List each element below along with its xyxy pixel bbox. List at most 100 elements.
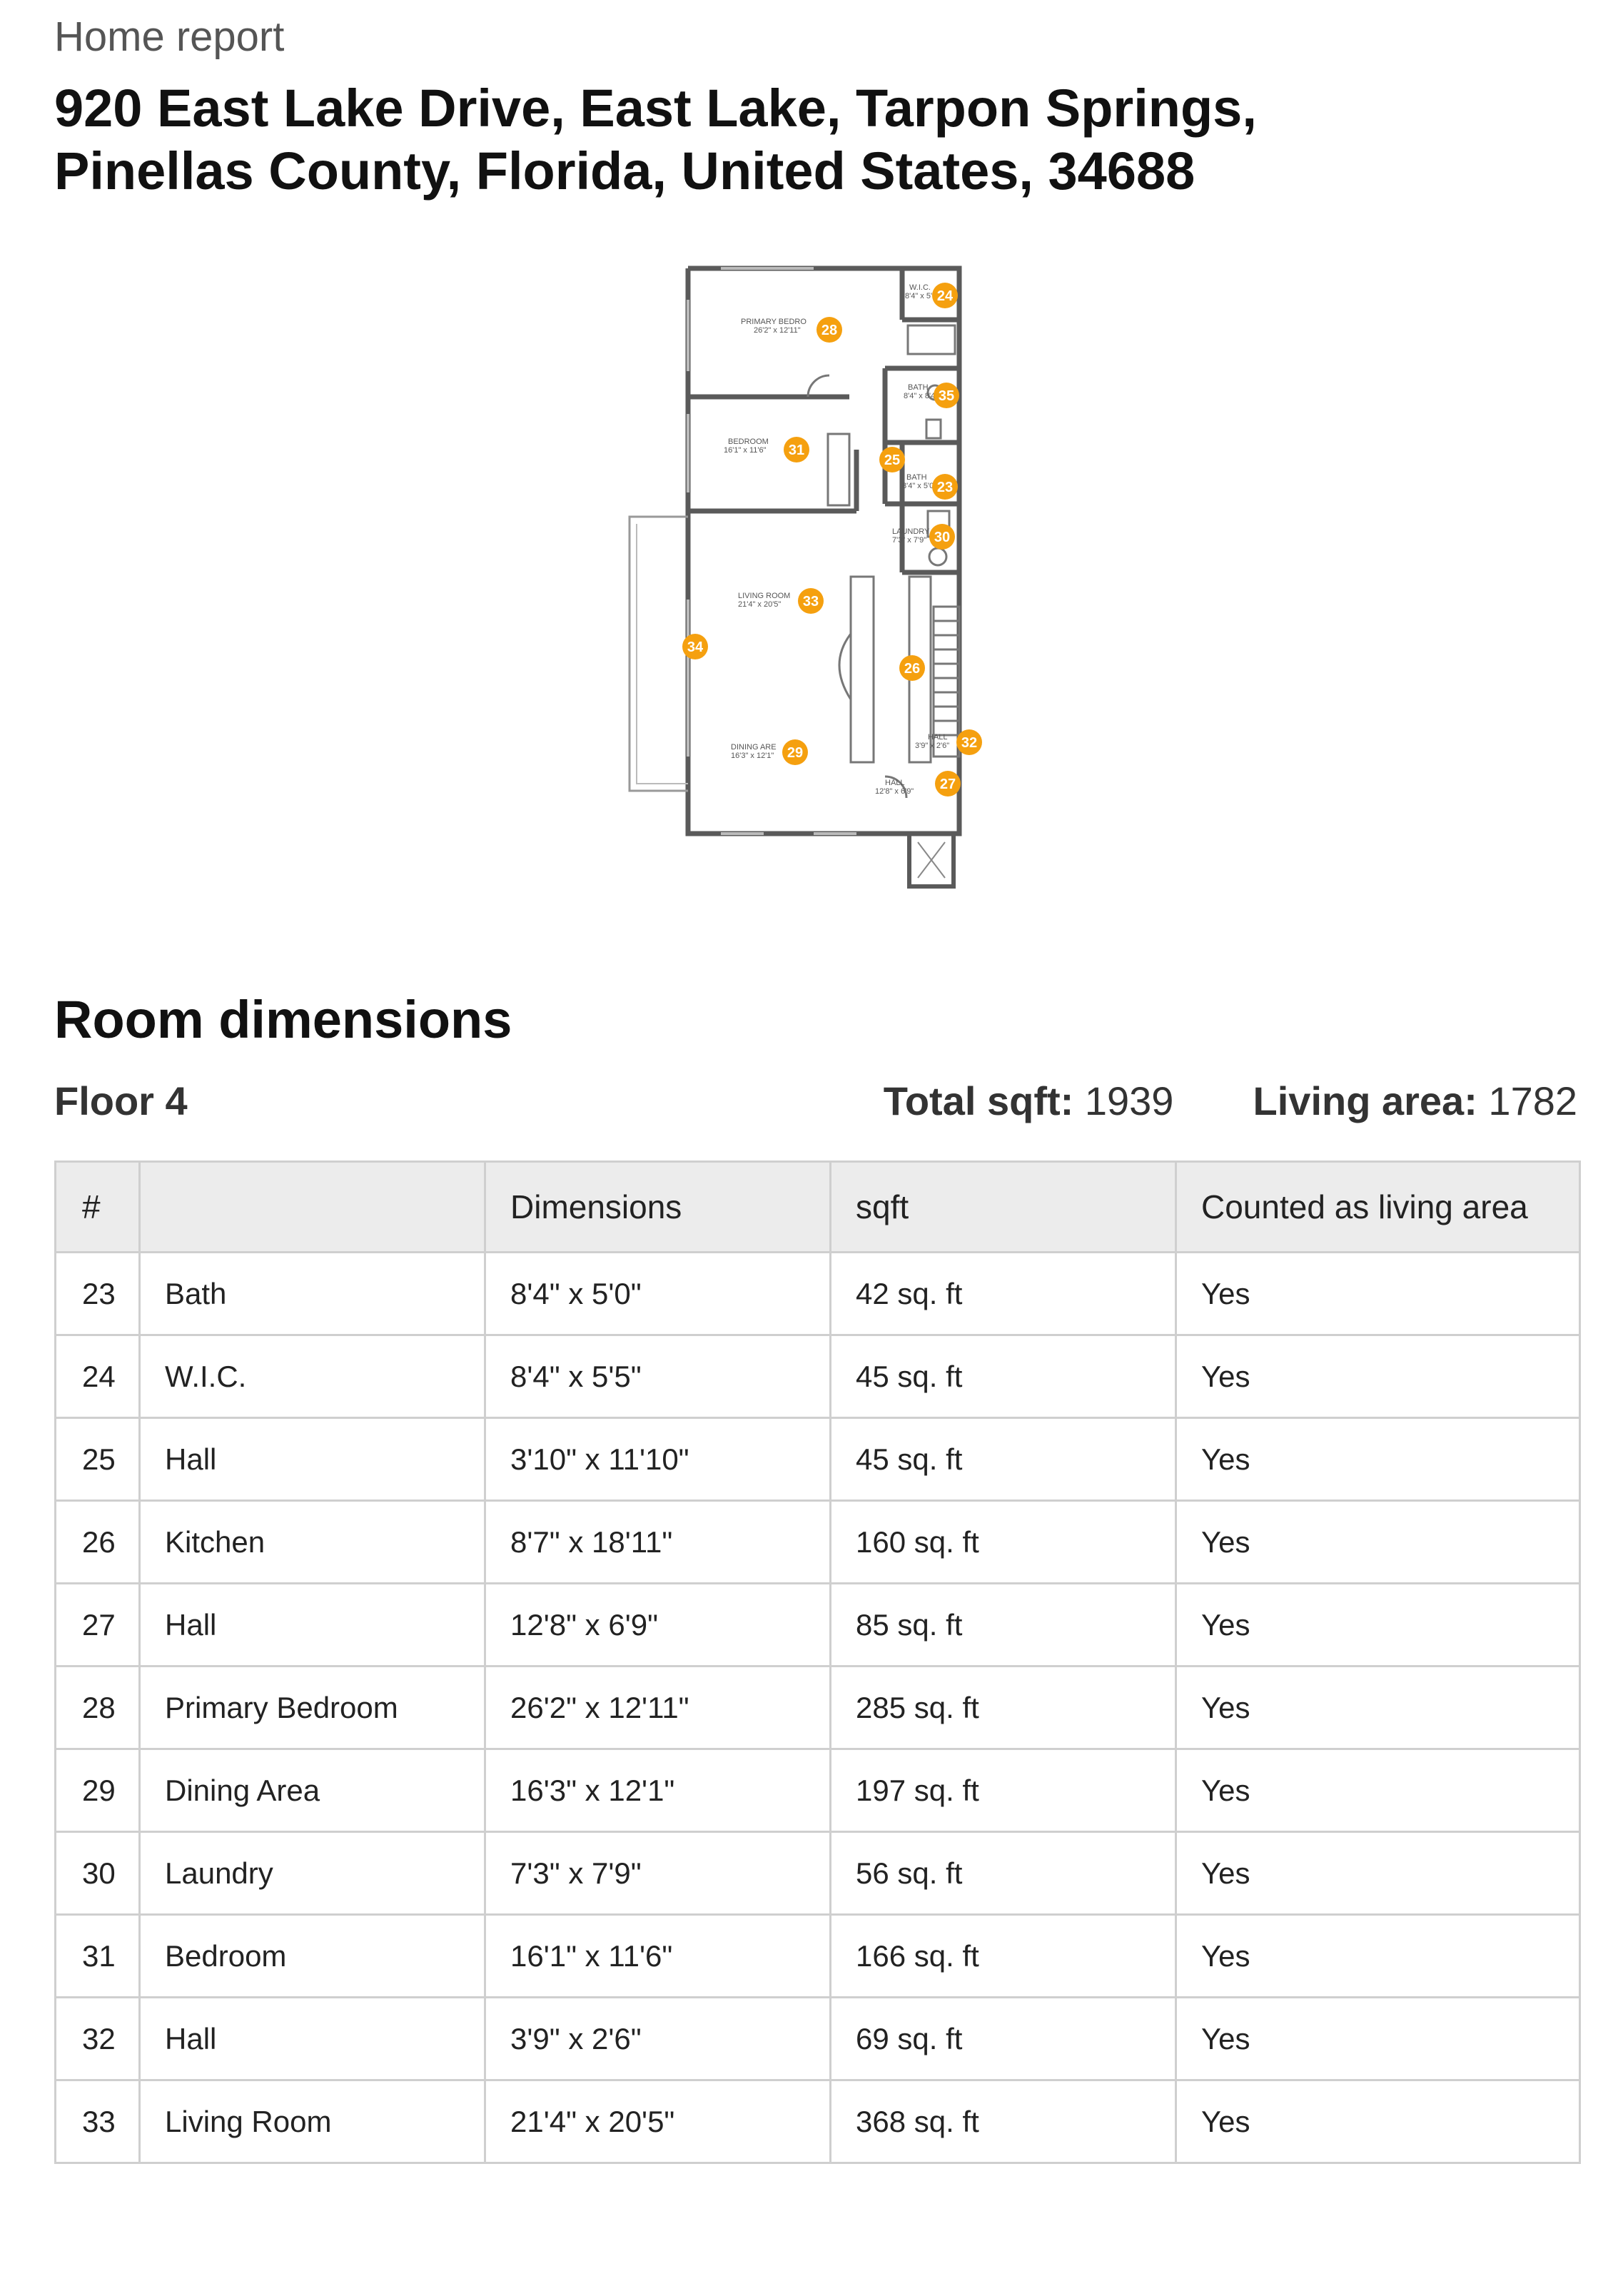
svg-text:24: 24 [937,288,954,304]
plan-dims-dining-area: 16'3" x 12'1" [731,752,774,760]
svg-text:26: 26 [904,661,920,677]
total-sqft-label: Total sqft: [883,1078,1074,1123]
cell-living-area: Yes [1175,1500,1581,1584]
cell-number: 25 [54,1417,141,1502]
plan-dims-wic: 8'4" x 5'5" [905,292,939,300]
cell-number: 23 [54,1251,141,1336]
cell-room: Dining Area [138,1748,486,1833]
cell-room: Bath [138,1251,486,1336]
report-label: Home report [54,14,285,60]
plan-dims-bedroom: 16'1" x 11'6" [724,446,767,455]
cell-sqft: 45 sq. ft [829,1417,1177,1502]
cell-sqft: 368 sq. ft [829,2079,1177,2164]
room-badge[interactable] [932,283,958,308]
cell-sqft: 160 sq. ft [829,1500,1177,1584]
cell-dimensions: 3'9" x 2'6" [484,1996,831,2081]
plan-label-laundry: LAUNDRY [892,527,930,536]
room-badge[interactable] [932,474,958,500]
svg-text:29: 29 [787,745,803,761]
cell-dimensions: 21'4" x 20'5" [484,2079,831,2164]
cell-living-area: Yes [1175,1334,1581,1419]
room-badge[interactable] [784,437,809,462]
cell-room: Hall [138,1996,486,2081]
section-title: Room dimensions [54,990,512,1049]
cell-living-area: Yes [1175,1665,1581,1750]
cell-sqft: 69 sq. ft [829,1996,1177,2081]
plan-dims-hall-small: 3'9" x 2'6" [915,742,949,750]
plan-label-wic: W.I.C. [909,283,931,292]
cell-number: 29 [54,1748,141,1833]
table-header-row: # Dimensions sqft Counted as living area [54,1160,1581,1253]
plan-label-hall-small: HALL [928,733,948,742]
cell-living-area: Yes [1175,2079,1581,2164]
plan-dims-bath-2: 8'4" x 5'0" [902,482,936,490]
cell-sqft: 42 sq. ft [829,1251,1177,1336]
room-badge[interactable] [899,655,925,681]
cell-sqft: 45 sq. ft [829,1334,1177,1419]
room-dimensions-table: # Dimensions sqft Counted as living area… [54,1160,1581,2164]
svg-text:31: 31 [789,442,804,458]
room-badge[interactable] [929,524,955,550]
svg-text:30: 30 [934,530,950,545]
cell-dimensions: 8'4" x 5'5" [484,1334,831,1419]
cell-living-area: Yes [1175,1831,1581,1916]
cell-dimensions: 8'7" x 18'11" [484,1500,831,1584]
cell-dimensions: 3'10" x 11'10" [484,1417,831,1502]
cell-sqft: 56 sq. ft [829,1831,1177,1916]
svg-text:25: 25 [884,452,900,468]
cell-room: Bedroom [138,1913,486,1998]
cell-room: Hall [138,1582,486,1667]
room-badge[interactable] [935,771,961,796]
svg-text:35: 35 [939,388,954,404]
cell-dimensions: 8'4" x 5'0" [484,1251,831,1336]
svg-text:23: 23 [937,480,953,495]
room-badge[interactable] [816,317,842,343]
plan-dims-hall: 12'8" x 6'9" [875,787,914,796]
room-badge[interactable] [782,739,808,765]
cell-room: W.I.C. [138,1334,486,1419]
cell-living-area: Yes [1175,1913,1581,1998]
svg-text:34: 34 [687,639,704,655]
total-sqft-value: 1939 [1084,1078,1174,1123]
living-area-label: Living area: [1253,1078,1477,1123]
room-badge[interactable] [682,634,708,659]
cell-dimensions: 16'3" x 12'1" [484,1748,831,1833]
plan-dims-bath-1: 8'4" x 8'4" [904,392,938,400]
cell-dimensions: 26'2" x 12'11" [484,1665,831,1750]
page-title: 920 East Lake Drive, East Lake, Tarpon S… [54,77,1339,203]
cell-sqft: 197 sq. ft [829,1748,1177,1833]
room-badge[interactable] [798,588,824,614]
cell-sqft: 166 sq. ft [829,1913,1177,1998]
svg-text:33: 33 [803,594,819,610]
plan-label-primary-bedroom: PRIMARY BEDRO [741,318,807,326]
address-line-2: Pinellas County, Florida, United States,… [54,141,1195,201]
room-badges: 24 28 35 31 25 23 30 33 34 26 32 29 27 [682,283,982,796]
cell-number: 27 [54,1582,141,1667]
cell-dimensions: 16'1" x 11'6" [484,1913,831,1998]
svg-text:32: 32 [961,735,977,751]
plan-dims-living-room: 21'4" x 20'5" [738,600,781,609]
col-header-dimensions: Dimensions [484,1160,831,1253]
cell-number: 24 [54,1334,141,1419]
cell-living-area: Yes [1175,1748,1581,1833]
cell-room: Hall [138,1417,486,1502]
floor-plan: W.I.C. 8'4" x 5'5" PRIMARY BEDRO 26'2" x… [628,265,982,889]
room-badge[interactable] [934,383,959,408]
room-badge[interactable] [879,447,905,472]
cell-number: 33 [54,2079,141,2164]
cell-living-area: Yes [1175,1582,1581,1667]
svg-text:27: 27 [940,777,956,792]
cell-number: 30 [54,1831,141,1916]
col-header-room [138,1160,486,1253]
cell-living-area: Yes [1175,1996,1581,2081]
room-badge[interactable] [956,729,982,755]
cell-room: Laundry [138,1831,486,1916]
